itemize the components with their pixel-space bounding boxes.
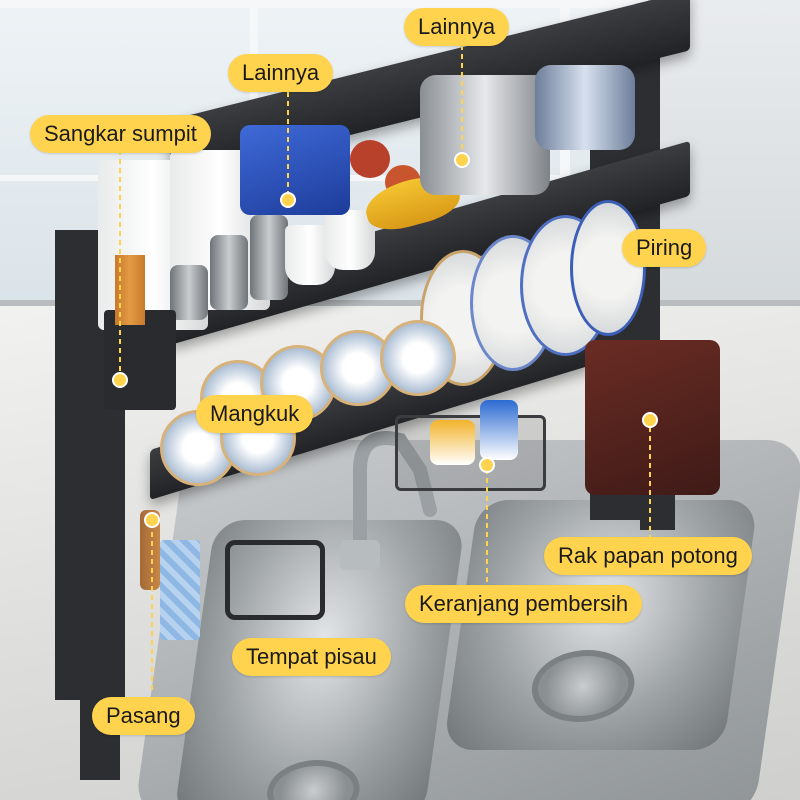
counter-edge [0, 300, 800, 306]
apple [350, 140, 390, 178]
stock-pot [420, 75, 550, 195]
kitchen-towel [160, 540, 200, 640]
spice-jar [210, 235, 248, 310]
label-mangkuk: Mangkuk [196, 395, 314, 433]
label-pasang: Pasang [92, 697, 195, 735]
callout-dot [642, 412, 658, 428]
utensil-hook [140, 510, 160, 590]
chopstick-holder [104, 310, 176, 410]
callout-dot [280, 192, 296, 208]
label-piring: Piring [622, 229, 707, 267]
detergent-bottle [430, 420, 475, 465]
casserole-pot [535, 65, 635, 150]
label-tempat-pisau: Tempat pisau [232, 638, 391, 676]
callout-dot [112, 372, 128, 388]
label-lainnya-top: Lainnya [404, 8, 510, 46]
callout-dot [144, 512, 160, 528]
label-rak-papan-potong: Rak papan potong [544, 537, 752, 575]
cup [325, 210, 375, 270]
spice-jar [170, 265, 208, 320]
label-keranjang-pembersih: Keranjang pembersih [405, 585, 643, 623]
bowl [380, 320, 456, 396]
knife-holder [225, 540, 325, 620]
spice-jar [250, 215, 288, 300]
label-sangkar-sumpit: Sangkar sumpit [30, 115, 211, 153]
plate [570, 200, 646, 336]
callout-dot [454, 152, 470, 168]
detergent-bottle [480, 400, 518, 460]
label-lainnya-left: Lainnya [228, 54, 334, 92]
callout-dot [479, 457, 495, 473]
